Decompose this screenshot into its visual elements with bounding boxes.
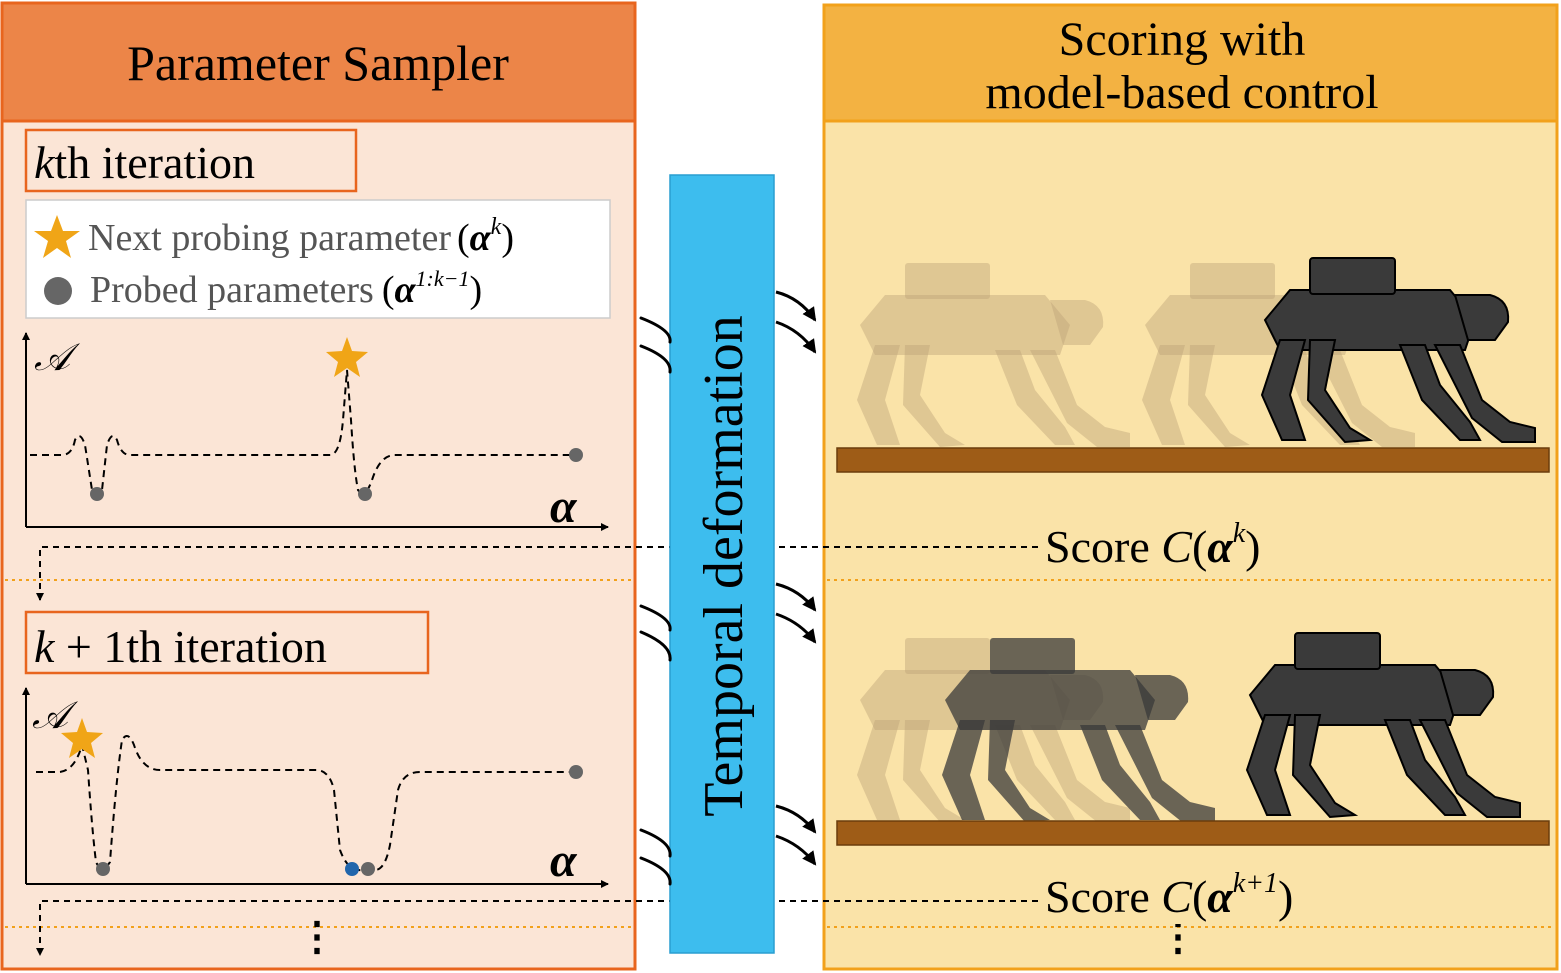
next-point-star (61, 718, 103, 758)
iteration-k1-box (24, 610, 430, 675)
probed-point (569, 765, 583, 779)
score-k1-bg (1040, 864, 1390, 924)
acquisition-plot-k1: 𝒜 α (22, 687, 609, 888)
ground-bar (836, 447, 1550, 473)
temporal-deformation-label: Temporal deformation (693, 315, 755, 816)
x-axis-label: α (550, 834, 578, 887)
iteration-k-label: kth iteration (34, 137, 255, 188)
score-k-label: Score C(αk) (1045, 518, 1260, 572)
next-point-star (326, 337, 368, 377)
acquisition-curve (30, 369, 576, 496)
score-k-bg (1040, 515, 1345, 575)
legend-next-label: Next probing parameter(αk) (88, 214, 514, 259)
probed-point (96, 862, 110, 876)
robot-sequence-k (836, 257, 1550, 473)
sampler-title: Parameter Sampler (127, 35, 509, 91)
robot-sequence-k1 (836, 632, 1550, 846)
probed-point (90, 487, 104, 501)
sampler-panel: Parameter Sampler kth iteration Next pro… (0, 1, 637, 971)
acquisition-curve (36, 735, 576, 872)
scoring-title-line1: Scoring with (1059, 13, 1306, 66)
new-probed-point (345, 862, 359, 876)
probed-point (569, 448, 583, 462)
temporal-deformation-bar: Temporal deformation (669, 174, 775, 954)
iteration-k1-label: k + 1th iteration (34, 621, 327, 672)
score-k1-label: Score C(αk+1) (1045, 868, 1293, 922)
incoming-curves (639, 316, 672, 886)
probed-point (361, 862, 375, 876)
sampler-header (0, 1, 637, 123)
scoring-title-line2: model-based control (985, 66, 1378, 119)
star-icon (34, 215, 80, 258)
probed-point (358, 487, 372, 501)
legend: Next probing parameter(αk) Probed parame… (25, 199, 611, 319)
x-axis-label: α (550, 480, 578, 533)
sampler-continuation: ⋮ (297, 914, 337, 959)
legend-probed-label: Probed parameters(α1:k−1) (90, 266, 482, 311)
outgoing-arrows (775, 290, 817, 866)
scoring-panel: Scoring with model-based control ⋮ (822, 3, 1559, 971)
probed-dot-icon (44, 277, 72, 305)
iteration-k-box (24, 128, 358, 193)
ground-bar (836, 820, 1550, 846)
scoring-header (822, 3, 1559, 123)
